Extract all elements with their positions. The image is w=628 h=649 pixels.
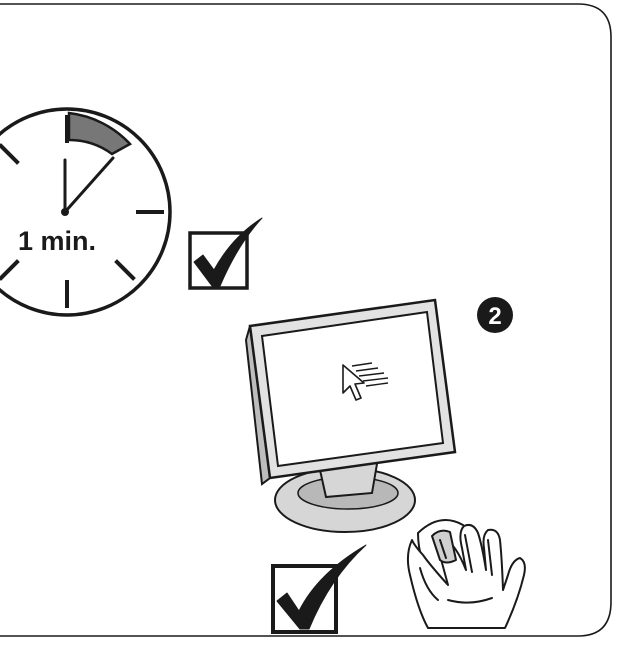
- step-number: 2: [488, 303, 501, 330]
- hand-on-mouse-icon: [408, 520, 525, 628]
- timer-checkbox-checked-icon: [190, 218, 262, 288]
- timer-label: 1 min.: [18, 226, 96, 256]
- mouse-checkbox-checked-icon: [273, 545, 366, 632]
- timer-clock: 1 min.: [0, 109, 170, 315]
- monitor: [246, 300, 455, 532]
- step-number-badge: 2: [477, 297, 513, 333]
- timer-hub: [61, 208, 69, 216]
